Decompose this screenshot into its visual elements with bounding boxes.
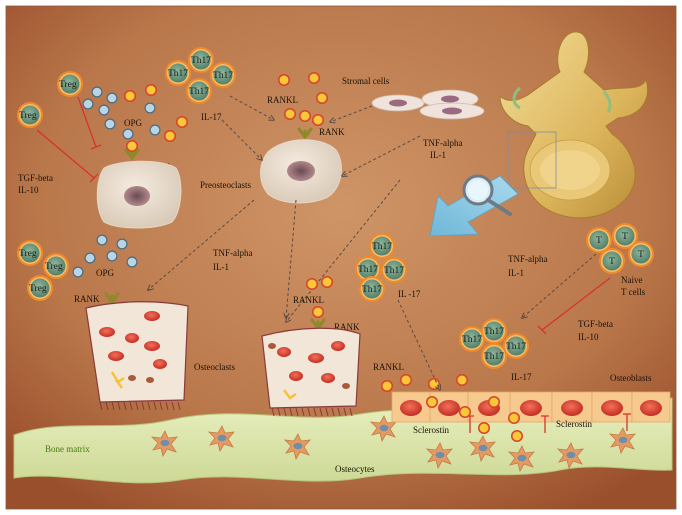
treg-cell-label-2: Treg xyxy=(19,111,37,121)
rankl-top-label: RANKL xyxy=(267,95,298,105)
osteoblast-layer xyxy=(391,391,671,433)
tgf-right-label: TGF-beta xyxy=(578,319,613,329)
tnf-mid-label: TNF-alpha xyxy=(213,248,253,258)
tnf-right-label: TNF-alpha xyxy=(508,254,548,264)
osteoclast-center xyxy=(261,327,361,417)
treg-inhibition-line-2 xyxy=(77,96,102,150)
treg-cell-label-3: Treg xyxy=(19,249,37,259)
osteocytes-label: Osteocytes xyxy=(335,464,375,474)
vertebra-illustration xyxy=(499,31,648,219)
th17-label-10: Th17 xyxy=(484,327,504,337)
opg-bottom-label: OPG xyxy=(96,268,115,278)
il1-mid-label: IL-1 xyxy=(213,262,229,272)
stromal-cells-label: Stromal cells xyxy=(342,76,390,86)
th17-label-3: Th17 xyxy=(213,71,233,81)
treg-cell-label-5: Treg xyxy=(29,284,47,294)
il1-top-label: IL-1 xyxy=(430,150,446,160)
rank-mid-label: RANK xyxy=(334,322,360,332)
th17-label-9: Th17 xyxy=(462,335,482,345)
rankl-mid-label: RANKL xyxy=(293,295,324,305)
osteoclasts-label: Osteoclasts xyxy=(194,362,235,372)
preosteoclasts-label: Preosteoclasts xyxy=(200,180,251,190)
tnf-top-label: TNF-alpha xyxy=(423,138,463,148)
sclerostin-label-1: Sclerostin xyxy=(413,425,449,435)
osteoblasts-label: Osteoblasts xyxy=(610,373,652,383)
rank-bottom-left-label: RANK xyxy=(74,294,100,304)
rankl-low-label: RANKL xyxy=(373,362,404,372)
sclerostin-label-2: Sclerostin xyxy=(556,419,592,429)
th17-label-11: Th17 xyxy=(506,342,526,352)
tgf-left-label: TGF-beta xyxy=(18,173,53,183)
t-label-3: T xyxy=(638,250,644,260)
il10-right-label: IL-10 xyxy=(578,332,599,342)
stromal-cells xyxy=(371,89,485,120)
t-label-2: T xyxy=(622,232,628,242)
il17-right-label: IL-17 xyxy=(511,372,532,382)
magnifier-icon xyxy=(462,174,512,216)
th17-label-5: Th17 xyxy=(372,242,392,252)
il10-left-label: IL-10 xyxy=(18,185,39,195)
il17-top-label: IL-17 xyxy=(201,112,222,122)
il1-right-label: IL-1 xyxy=(508,268,524,278)
t-label-1: T xyxy=(596,236,602,246)
th17-label-2: Th17 xyxy=(168,69,188,79)
treg-inhibition-line-1 xyxy=(36,129,99,183)
th17-label-8: Th17 xyxy=(362,285,382,295)
bone-matrix-label: Bone matrix xyxy=(45,444,90,454)
rank-top-label: RANK xyxy=(319,127,345,137)
th17-label-4: Th17 xyxy=(189,87,209,97)
th17-label-12: Th17 xyxy=(484,352,504,362)
naive-label-1: Naive xyxy=(621,275,643,285)
t-label-4: T xyxy=(609,257,615,267)
rankl-bound-top-left xyxy=(126,140,138,152)
zoom-arrow xyxy=(429,175,519,237)
treg-cell-label-4: Treg xyxy=(45,262,63,272)
naive-inhibition-line xyxy=(537,277,611,335)
opg-top-label: OPG xyxy=(124,118,143,128)
th17-label-6: Th17 xyxy=(358,265,378,275)
naive-label-2: T cells xyxy=(621,287,646,297)
treg-cell-label-1: Treg xyxy=(59,80,77,90)
th17-label-7: Th17 xyxy=(384,266,404,276)
osteoclast-left xyxy=(85,301,189,411)
il17-mid-label: IL -17 xyxy=(398,289,421,299)
th17-label-1: Th17 xyxy=(191,56,211,66)
signal-arrows xyxy=(148,95,597,390)
